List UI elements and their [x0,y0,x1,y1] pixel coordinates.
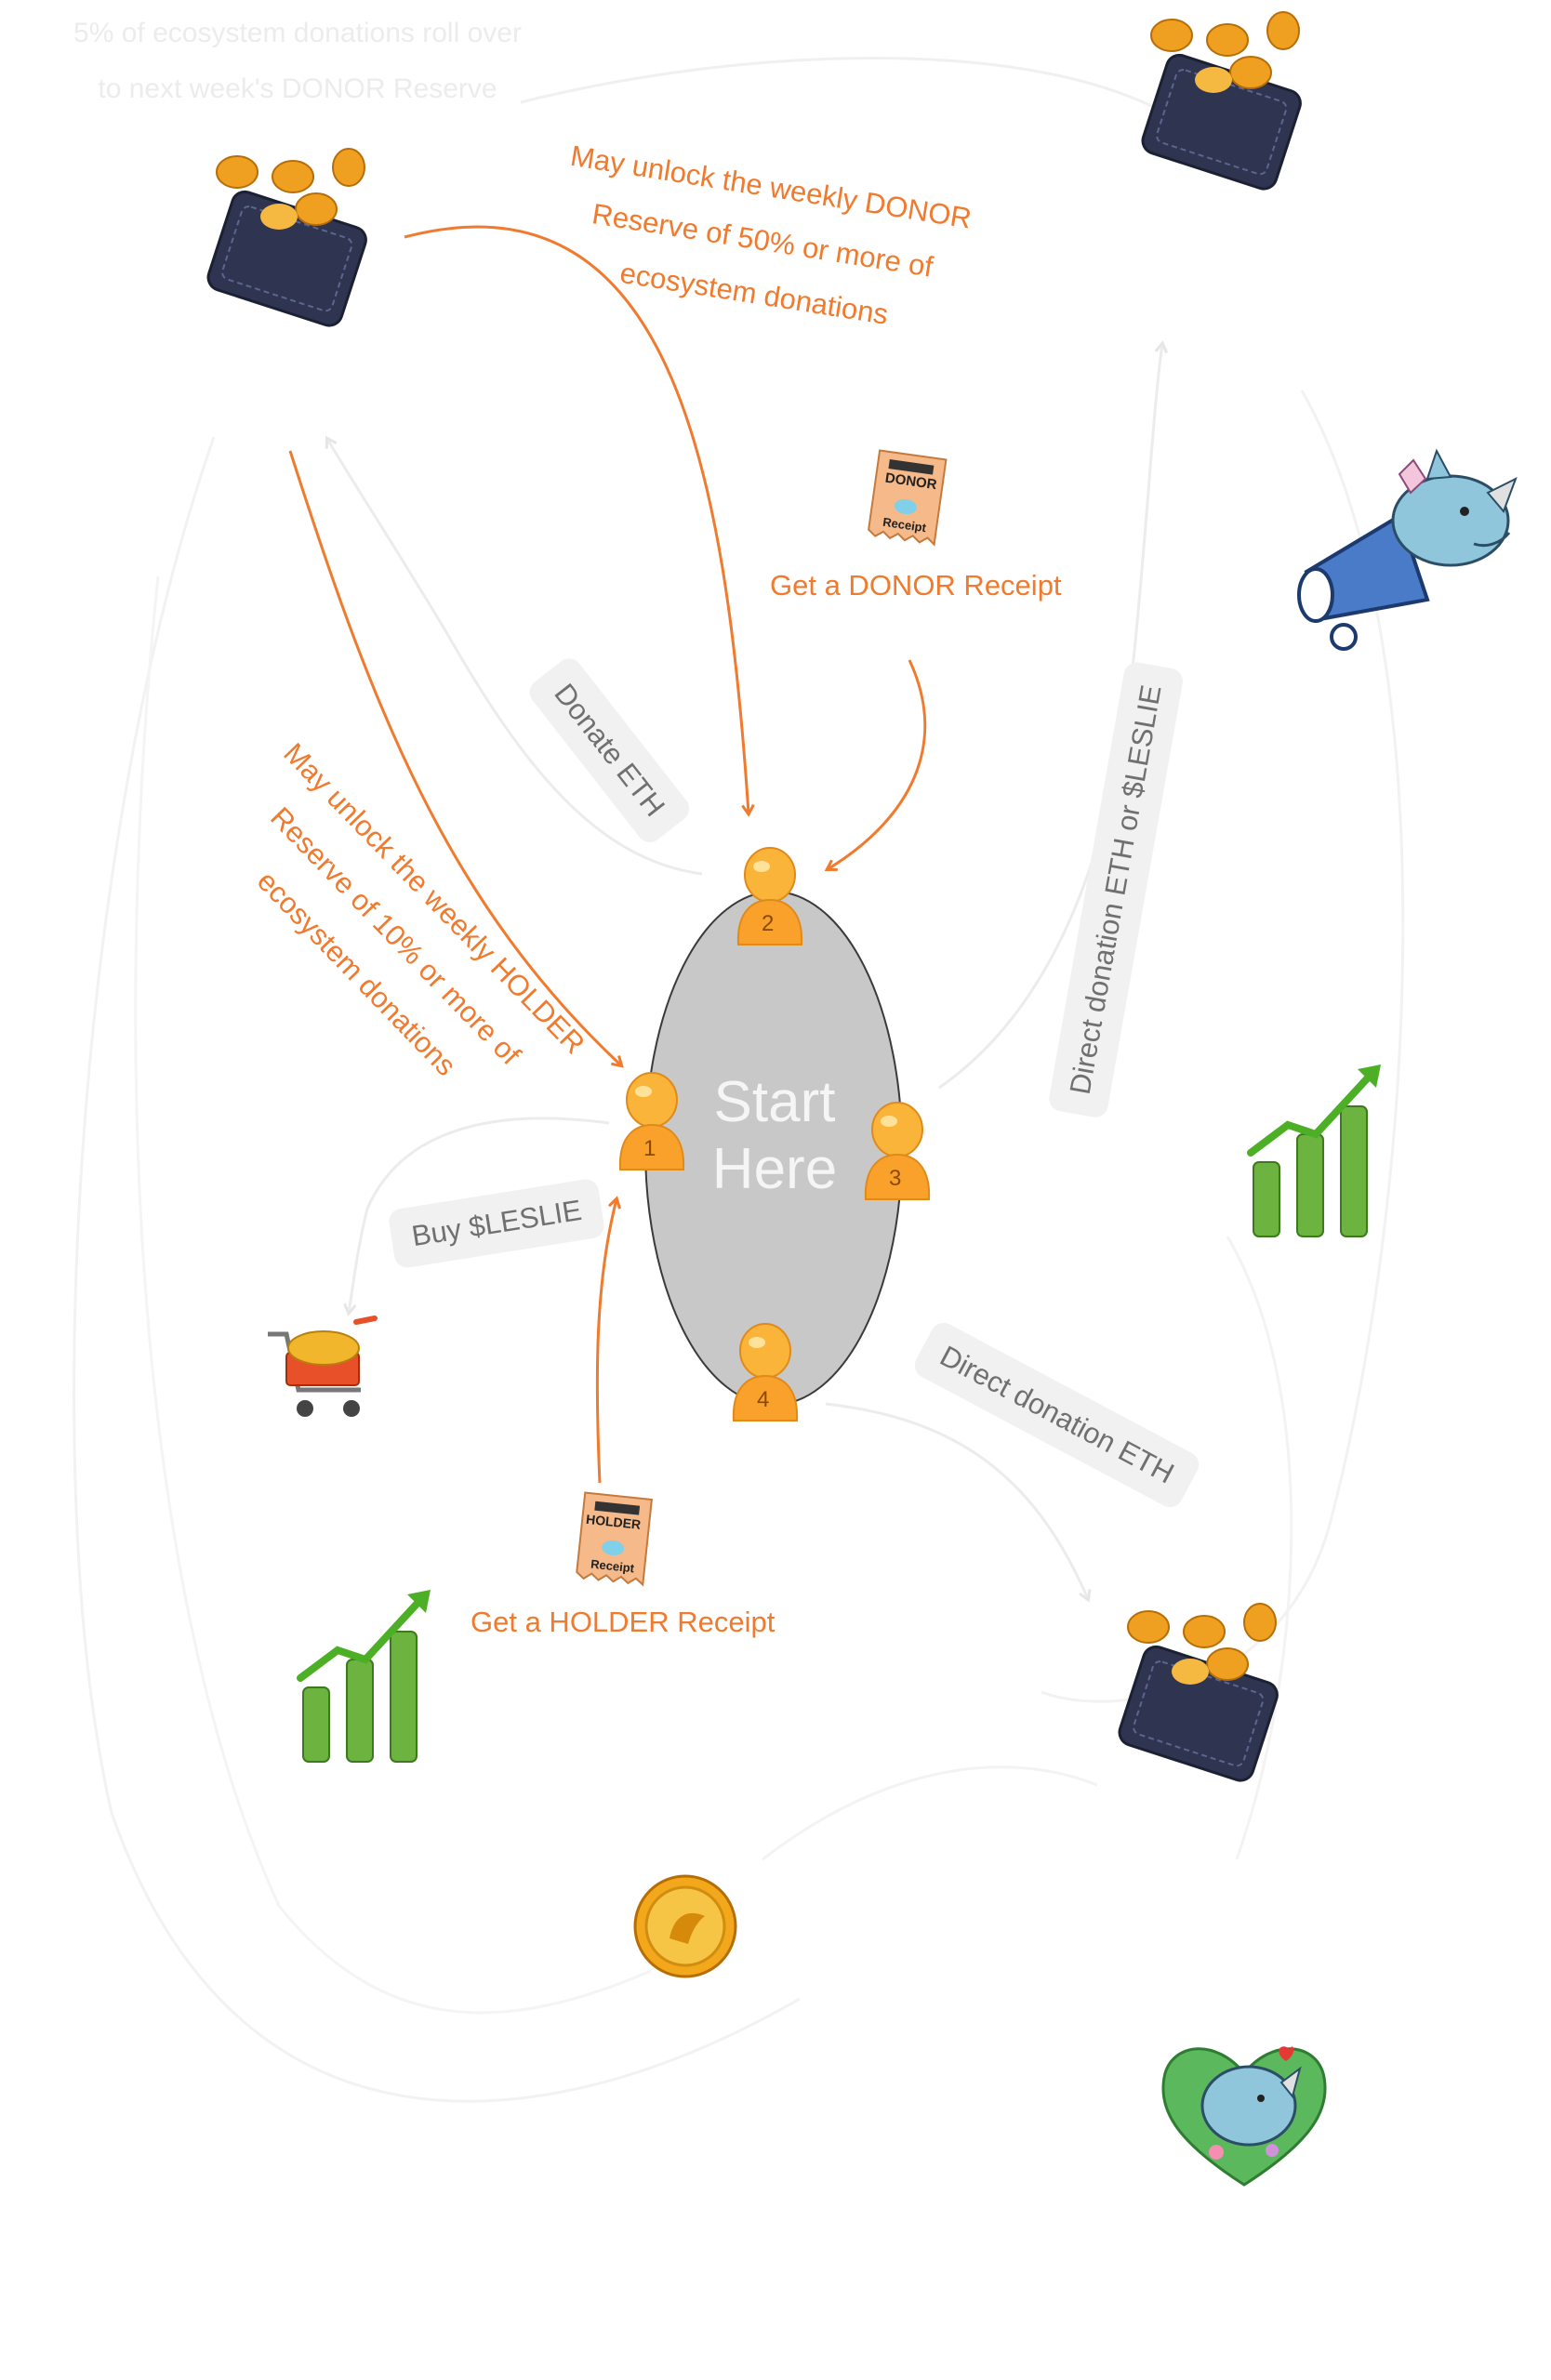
get-donor-receipt-label: Get a DONOR Receipt [770,569,1062,602]
node-number: 4 [757,1387,770,1412]
faint-loop-left [73,436,801,2103]
person-node-2[interactable]: 2 [733,844,807,956]
wallet-coins-icon [206,148,367,327]
node-number: 3 [889,1166,902,1191]
buy-leslie-arrow [349,1117,610,1313]
megaphone-rhino [1288,442,1520,660]
faint-loop-top [520,57,1163,113]
wallet-coins-icon [1141,11,1302,191]
wallet-top-left [195,144,391,344]
donor-receipt: DONOR Receipt [863,446,950,553]
receipt-icon [576,1491,653,1587]
faint-loop-right-low [1226,1236,1293,1860]
rhino-heart [1151,2031,1337,2194]
node-number: 1 [643,1136,656,1161]
rhino-heart-icon [1161,2046,1327,2187]
wallet-bottom-right [1107,1599,1302,1799]
get-holder-receipt-label: Get a HOLDER Receipt [471,1606,776,1638]
person-icon [618,1072,685,1170]
person-icon [732,1323,799,1421]
growth-chart-icon [1247,1064,1381,1237]
donate-eth-arrow [327,439,703,876]
growth-chart-icon [297,1590,431,1763]
holder-unlock-arrow [288,450,621,1065]
megaphone-rhino-icon [1297,448,1518,651]
rollover-line-2: to next week's DONOR Reserve [98,73,497,104]
receipt-icon [868,449,948,547]
rollover-line-1: 5% of ecosystem donations roll over [73,18,522,48]
wallet-top-right [1130,7,1325,207]
growth-chart-right [1246,1060,1385,1246]
start-here-label: Start Here [649,1069,900,1203]
rollover-note: 5% of ecosystem donations roll over to n… [56,6,539,117]
person-node-4[interactable]: 4 [728,1320,802,1432]
holder-receipt: HOLDER Receipt [572,1488,656,1593]
person-icon [736,847,803,945]
donor-receipt-arrow [828,659,927,869]
direct-donation-eth-arrow [825,1402,1088,1599]
shopping-cart [263,1311,379,1432]
person-node-1[interactable]: 1 [615,1069,689,1181]
node-number: 2 [762,911,775,936]
faint-loop-left-inner [134,575,652,2015]
shopping-cart-coins-icon [268,1316,378,1417]
wallet-coins-icon [1118,1603,1279,1782]
holder-receipt-arrow [595,1199,616,1484]
growth-chart-left [296,1585,435,1771]
gold-coin-icon [633,1874,737,1978]
gold-coin [632,1873,739,1985]
start-label-line-2: Here [711,1137,838,1201]
person-node-3[interactable]: 3 [860,1099,935,1210]
person-icon [864,1102,931,1200]
donor-unlock-arrow [404,225,749,813]
start-label-line-1: Start [713,1070,836,1134]
faint-loop-bottom [762,1765,1098,1861]
